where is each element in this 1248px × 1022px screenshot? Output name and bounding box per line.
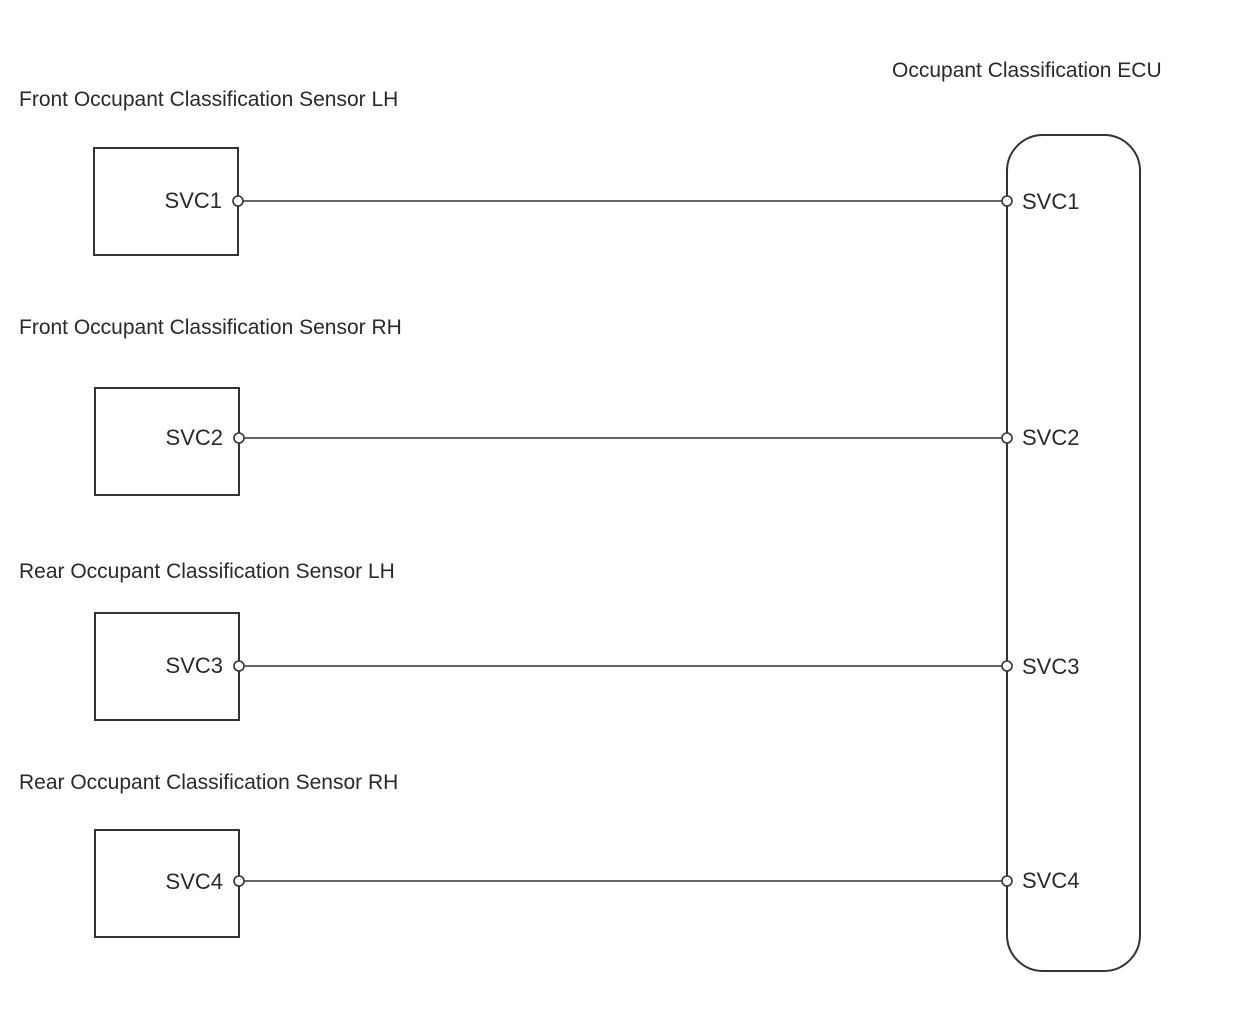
sensor-rear-rh: Rear Occupant Classification Sensor RH S… xyxy=(19,771,398,938)
ecu-pin-label: SVC1 xyxy=(1022,189,1079,214)
ecu-pin-label: SVC2 xyxy=(1022,425,1079,450)
sensor-pin-label: SVC1 xyxy=(165,188,222,213)
sensor-pin-label: SVC4 xyxy=(166,869,223,894)
ecu-pin-label: SVC3 xyxy=(1022,654,1079,679)
terminal-ecu-svc4 xyxy=(1001,875,1013,887)
sensor-title: Front Occupant Classification Sensor LH xyxy=(19,88,398,111)
sensor-front-rh: Front Occupant Classification Sensor RH … xyxy=(19,316,402,496)
terminal-sensor-svc4 xyxy=(233,875,245,887)
ecu-pin-label: SVC4 xyxy=(1022,868,1079,893)
sensor-box xyxy=(94,612,240,721)
sensor-box xyxy=(93,147,239,256)
sensor-title: Rear Occupant Classification Sensor RH xyxy=(19,771,398,794)
sensor-box xyxy=(94,387,240,496)
sensor-front-lh: Front Occupant Classification Sensor LH … xyxy=(19,88,398,256)
sensor-title: Rear Occupant Classification Sensor LH xyxy=(19,560,395,583)
terminal-ecu-svc2 xyxy=(1001,432,1013,444)
terminal-ecu-svc3 xyxy=(1001,660,1013,672)
terminal-ecu-svc1 xyxy=(1001,195,1013,207)
terminal-sensor-svc3 xyxy=(233,660,245,672)
sensor-pin-label: SVC3 xyxy=(166,653,223,678)
sensor-title: Front Occupant Classification Sensor RH xyxy=(19,316,402,339)
ecu-title: Occupant Classification ECU xyxy=(892,59,1162,82)
terminal-sensor-svc2 xyxy=(233,432,245,444)
sensor-pin-label: SVC2 xyxy=(166,425,223,450)
terminal-sensor-svc1 xyxy=(232,195,244,207)
sensor-rear-lh: Rear Occupant Classification Sensor LH S… xyxy=(19,560,395,721)
ecu-body xyxy=(1006,134,1141,972)
